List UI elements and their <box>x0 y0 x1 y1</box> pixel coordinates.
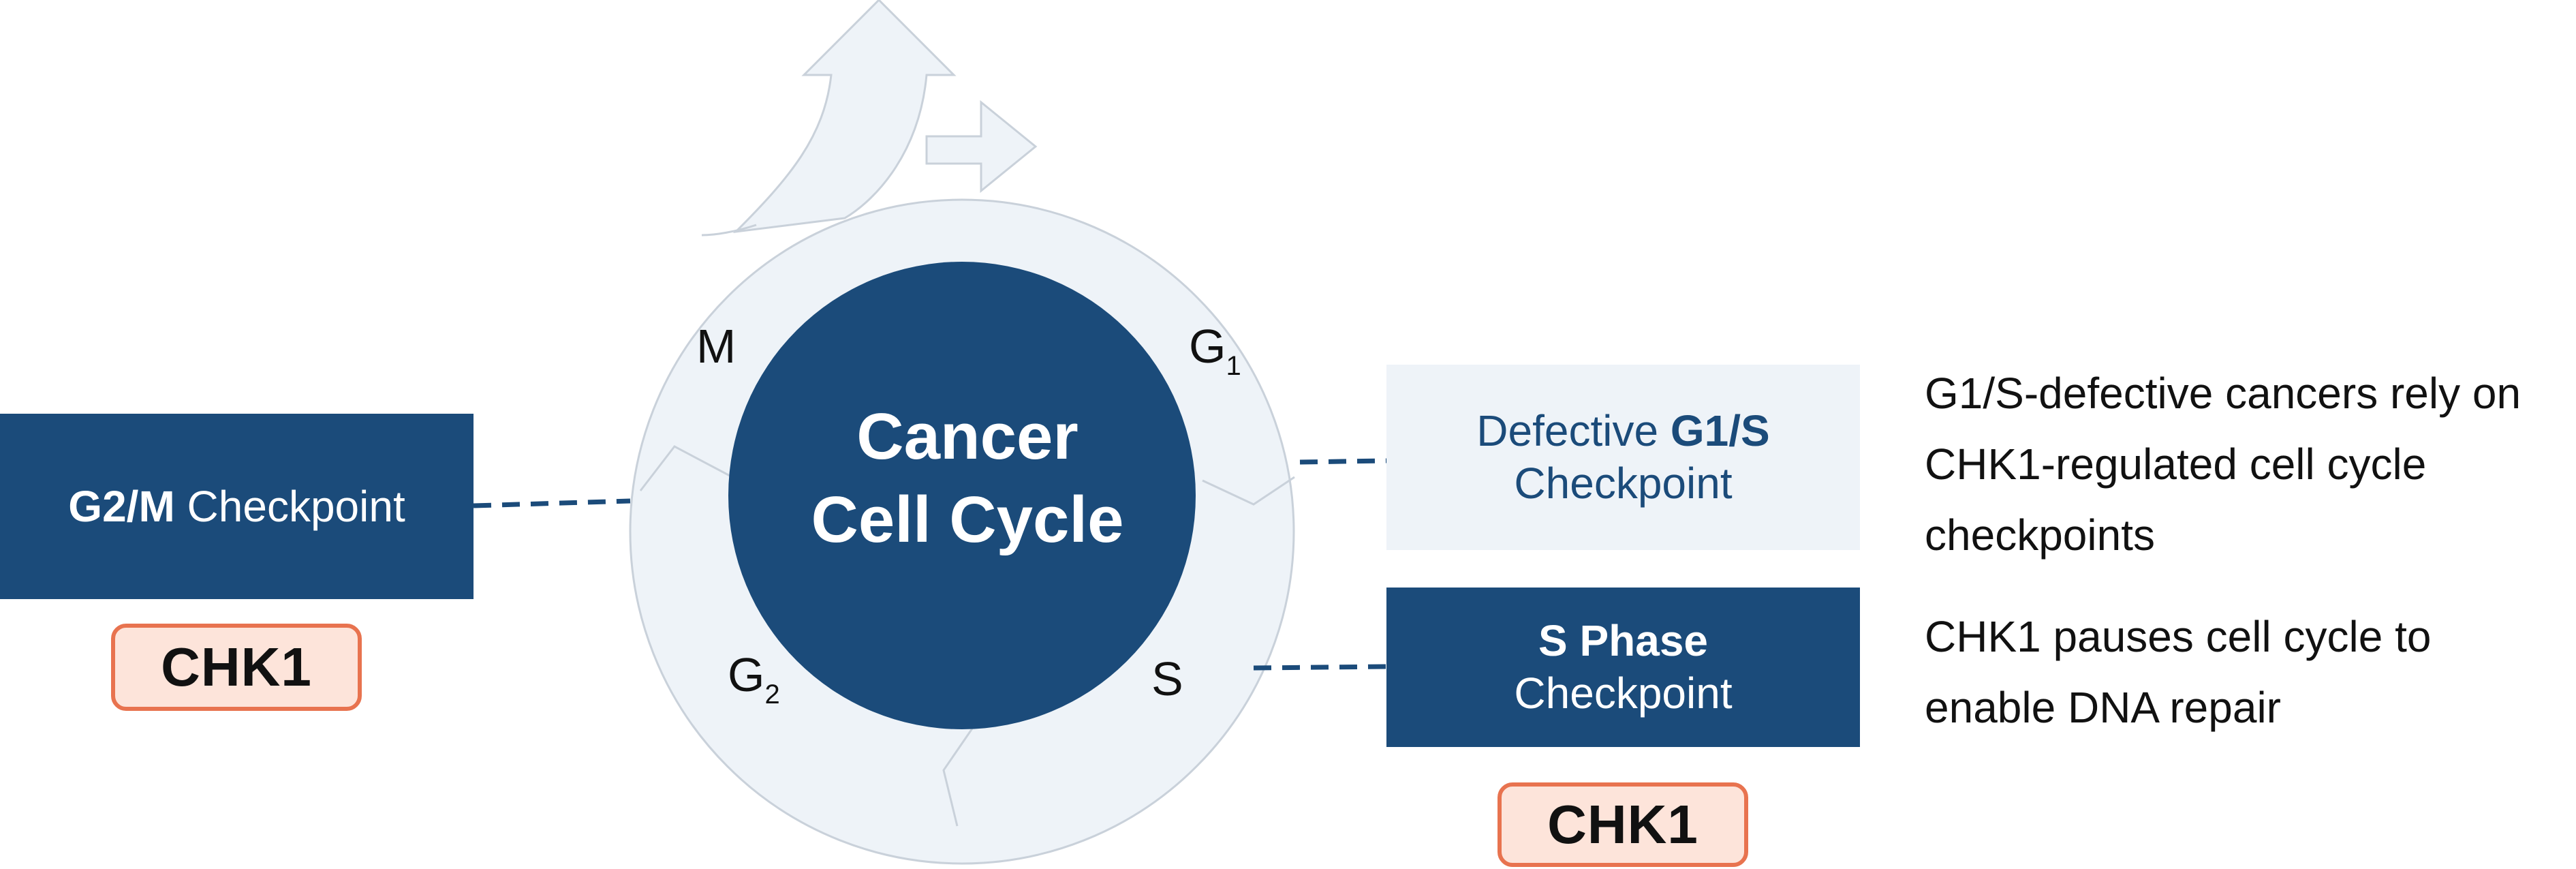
note-sphase-line1: CHK1 pauses cell cycle to <box>1925 612 2432 661</box>
segment-divider-right <box>1202 476 1295 506</box>
note-g1s: G1/S-defective cancers rely on CHK1-regu… <box>1925 358 2521 570</box>
phase-s-label: S <box>1151 652 1183 705</box>
phase-g2-label: G2 <box>728 648 780 710</box>
note-sphase-line2: enable DNA repair <box>1925 683 2281 732</box>
sphase-checkpoint-box: S Phase Checkpoint <box>1386 588 1860 747</box>
chk1-badge-left: CHK1 <box>111 624 362 711</box>
g2m-label-bold: G2/M <box>68 481 175 531</box>
note-g1s-line2: CHK1-regulated cell cycle <box>1925 440 2427 489</box>
note-g1s-line1: G1/S-defective cancers rely on <box>1925 369 2521 418</box>
sphase-label-line1: S Phase <box>1538 616 1709 666</box>
g2m-checkpoint-box: G2/M Checkpoint <box>0 414 474 599</box>
sphase-label-line2: Checkpoint <box>1514 669 1733 718</box>
phase-g1-label: G1 <box>1189 320 1241 381</box>
exit-arrow-icon <box>732 0 957 234</box>
g1s-checkpoint-box: Defective G1/S Checkpoint <box>1386 365 1860 550</box>
cancer-cycle-core <box>728 262 1196 729</box>
g2m-label-text: Checkpoint <box>174 481 405 531</box>
segment-divider-left <box>639 445 733 491</box>
connector-g1s <box>1299 458 1387 465</box>
connector-g2m <box>473 498 631 508</box>
segment-divider-bottom <box>942 715 982 827</box>
note-sphase: CHK1 pauses cell cycle to enable DNA rep… <box>1925 601 2431 743</box>
center-title-line2: Cell Cycle <box>811 483 1124 556</box>
connector-sphase <box>1253 664 1387 671</box>
cycle-arrow-icon <box>925 100 1038 194</box>
g1s-label-pre: Defective <box>1476 406 1671 456</box>
g1s-label-line2: Checkpoint <box>1514 459 1733 508</box>
center-title: Cancer Cell Cycle <box>736 395 1199 562</box>
segment-divider-top-left <box>701 224 757 237</box>
phase-m-label: M <box>696 320 736 373</box>
chk1-badge-right: CHK1 <box>1498 782 1748 867</box>
note-g1s-line3: checkpoints <box>1925 510 2155 560</box>
g1s-label-bold: G1/S <box>1670 406 1770 456</box>
center-title-line1: Cancer <box>856 400 1078 473</box>
